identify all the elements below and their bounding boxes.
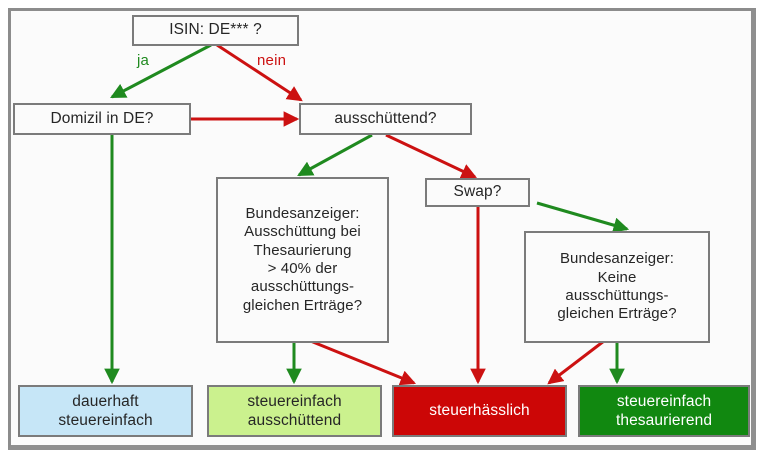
node-swap[interactable]: Swap? (425, 178, 530, 207)
node-domizil-in-de[interactable]: Domizil in DE? (13, 103, 191, 135)
result-steuereinfach-ausschuettend[interactable]: steuereinfach ausschüttend (207, 385, 382, 437)
edge-swap-ja-bundeskeine (536, 201, 630, 233)
edge-bundes40-nein-haesslich (307, 338, 417, 386)
result-steuereinfach-thesaurierend[interactable]: steuereinfach thesaurierend (578, 385, 750, 437)
edge-isin-ja-domizil (110, 43, 212, 99)
edge-label-ja: ja (137, 52, 150, 69)
edge-aussch-ja-bundes40 (297, 133, 373, 177)
node-bundesanzeiger-keine[interactable]: Bundesanzeiger: Keine ausschüttungs- gle… (524, 231, 710, 343)
edge-label-nein: nein (257, 52, 287, 69)
edge-bundeskeine-nein-haesslich (547, 339, 605, 385)
result-dauerhaft-steuereinfach[interactable]: dauerhaft steuereinfach (18, 385, 193, 437)
node-ausschuettend[interactable]: ausschüttend? (299, 103, 472, 135)
node-bundesanzeiger-40-prozent[interactable]: Bundesanzeiger: Ausschüttung bei Thesaur… (216, 177, 389, 343)
edge-aussch-nein-swap (385, 133, 477, 179)
node-isin[interactable]: ISIN: DE*** ? (132, 15, 299, 46)
result-steuerhaesslich[interactable]: steuerhässlich (392, 385, 567, 437)
